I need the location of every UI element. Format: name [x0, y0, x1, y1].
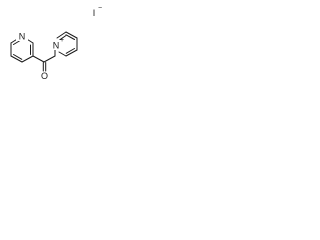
double-bond: [13, 54, 23, 60]
bond: [21, 55, 34, 63]
iodide-charge-label: −: [98, 5, 102, 12]
bond: [10, 55, 23, 63]
double-bond: [59, 35, 67, 41]
pyridinium-charge-label: +: [60, 37, 64, 44]
bond: [56, 31, 67, 39]
iodide-label: I: [93, 8, 96, 18]
carbonyl-oxygen-label: O: [41, 71, 48, 81]
bond: [58, 51, 67, 57]
pyridinium-nitrogen-label: N: [53, 41, 60, 51]
iodide-counterion: I −: [93, 5, 102, 18]
chemical-structure: N O N + I −: [10, 5, 102, 81]
bond: [65, 31, 78, 39]
pyridine-nitrogen-label: N: [19, 32, 26, 42]
pyridinium-ring: N +: [51, 31, 78, 57]
pyridine-ring: N: [10, 31, 34, 63]
carbonyl-group: O: [41, 62, 48, 81]
carbonyl-to-methylene-bond: [43, 55, 56, 63]
double-bond: [65, 48, 75, 54]
ring-to-carbonyl-bond: [32, 55, 45, 63]
double-bond: [65, 34, 75, 40]
bond: [65, 49, 78, 57]
